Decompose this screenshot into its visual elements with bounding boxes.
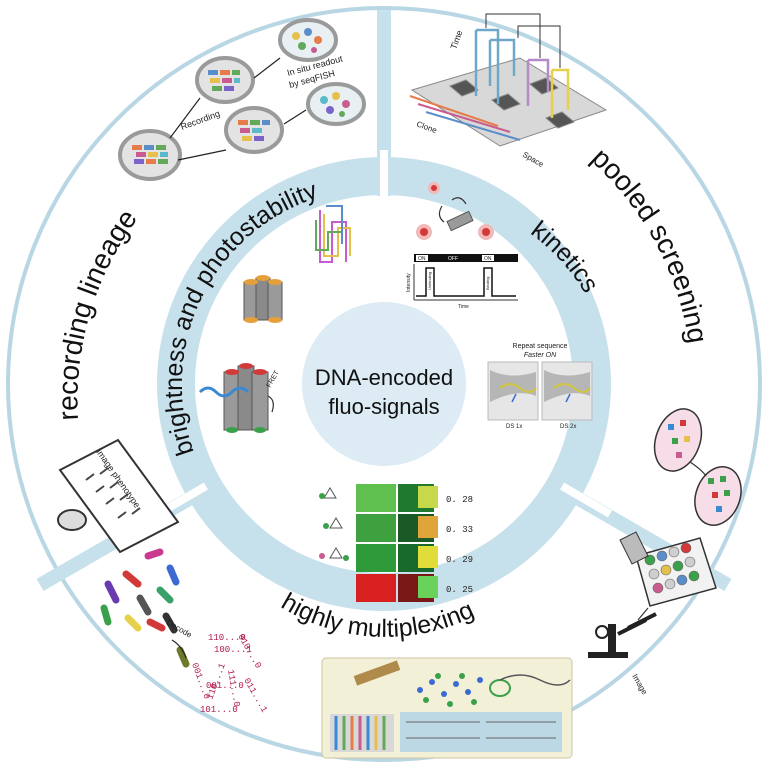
clone-label: Clone: [415, 119, 438, 135]
lineage-cell-4: [278, 18, 338, 62]
kinetics-time: Time: [458, 304, 469, 310]
lineage-cell-1: [118, 129, 182, 181]
code-9: 011...1: [241, 677, 269, 715]
kinetics-binding-illustration: [416, 182, 494, 240]
lineage-arrows: [169, 57, 307, 161]
ds1-label: DS 1x: [506, 424, 522, 430]
multiplex-value-2: 0. 33: [446, 525, 473, 535]
dna-bundle-illustration: [243, 275, 283, 323]
kinetics-binding: Binding: [485, 277, 490, 290]
lineage-recording-panel: Recording In situ readout by seqFISH: [118, 18, 366, 181]
microscope-icon: [588, 612, 657, 658]
center-title-line1: DNA-encoded: [315, 365, 453, 390]
outer-circle: [6, 6, 762, 762]
recording-label: Recording: [179, 108, 221, 131]
multiplex-value-3: 0. 29: [446, 555, 473, 565]
image-phenotype-panel: image phenotype: [57, 438, 180, 554]
code-4: 001...0: [206, 681, 244, 691]
origami-path-illustration: [315, 205, 351, 263]
outer-label-lineage: recording lineage: [52, 204, 143, 422]
space-label: Space: [521, 150, 546, 169]
bacteria-decode-panel: Decode 100...1 010...0 110...1 001...0 1…: [100, 548, 269, 715]
center-title-line2: fluo-signals: [328, 394, 439, 419]
code-1: 100...1: [214, 645, 252, 655]
image-label: Image: [630, 673, 649, 697]
ds2-label: DS 2x: [560, 424, 576, 430]
code-8: 110...0: [208, 633, 246, 643]
kinetics-unbinding: Unbinding: [427, 272, 432, 290]
lineage-cell-3: [224, 106, 284, 154]
kinetics-on-right: ON: [484, 256, 492, 262]
center-disk: [302, 302, 466, 466]
sequencing-panel: [321, 657, 573, 759]
repeat-sequence-label: Repeat sequence: [513, 343, 568, 350]
kinetics-off: OFF: [448, 256, 458, 262]
multiplex-value-4: 0. 25: [446, 585, 473, 595]
kinetics-trace-chart: ON OFF ON Intensity Time Unbinding Bindi…: [406, 254, 518, 310]
time-axis-label: Time: [448, 29, 464, 51]
faster-on-label: Faster ON: [524, 352, 557, 359]
code-6: 101...0: [200, 705, 238, 715]
kinetics-intensity: Intensity: [406, 273, 412, 292]
multiplex-grid: 0. 28 0. 33 0. 29 0. 25: [319, 484, 473, 602]
spatial-lineage-panel: Time Clone Space: [409, 13, 608, 169]
repeat-sequence-panel: Repeat sequence Faster ON DS 1x DS 2x: [487, 343, 593, 430]
multiplex-value-1: 0. 28: [446, 495, 473, 505]
kinetics-on-left: ON: [418, 256, 426, 262]
fret-bundle-illustration: [198, 363, 274, 433]
lineage-cell-5: [306, 82, 366, 126]
pooled-screening-panel: Image: [588, 408, 742, 697]
lineage-cell-2: [195, 56, 255, 104]
